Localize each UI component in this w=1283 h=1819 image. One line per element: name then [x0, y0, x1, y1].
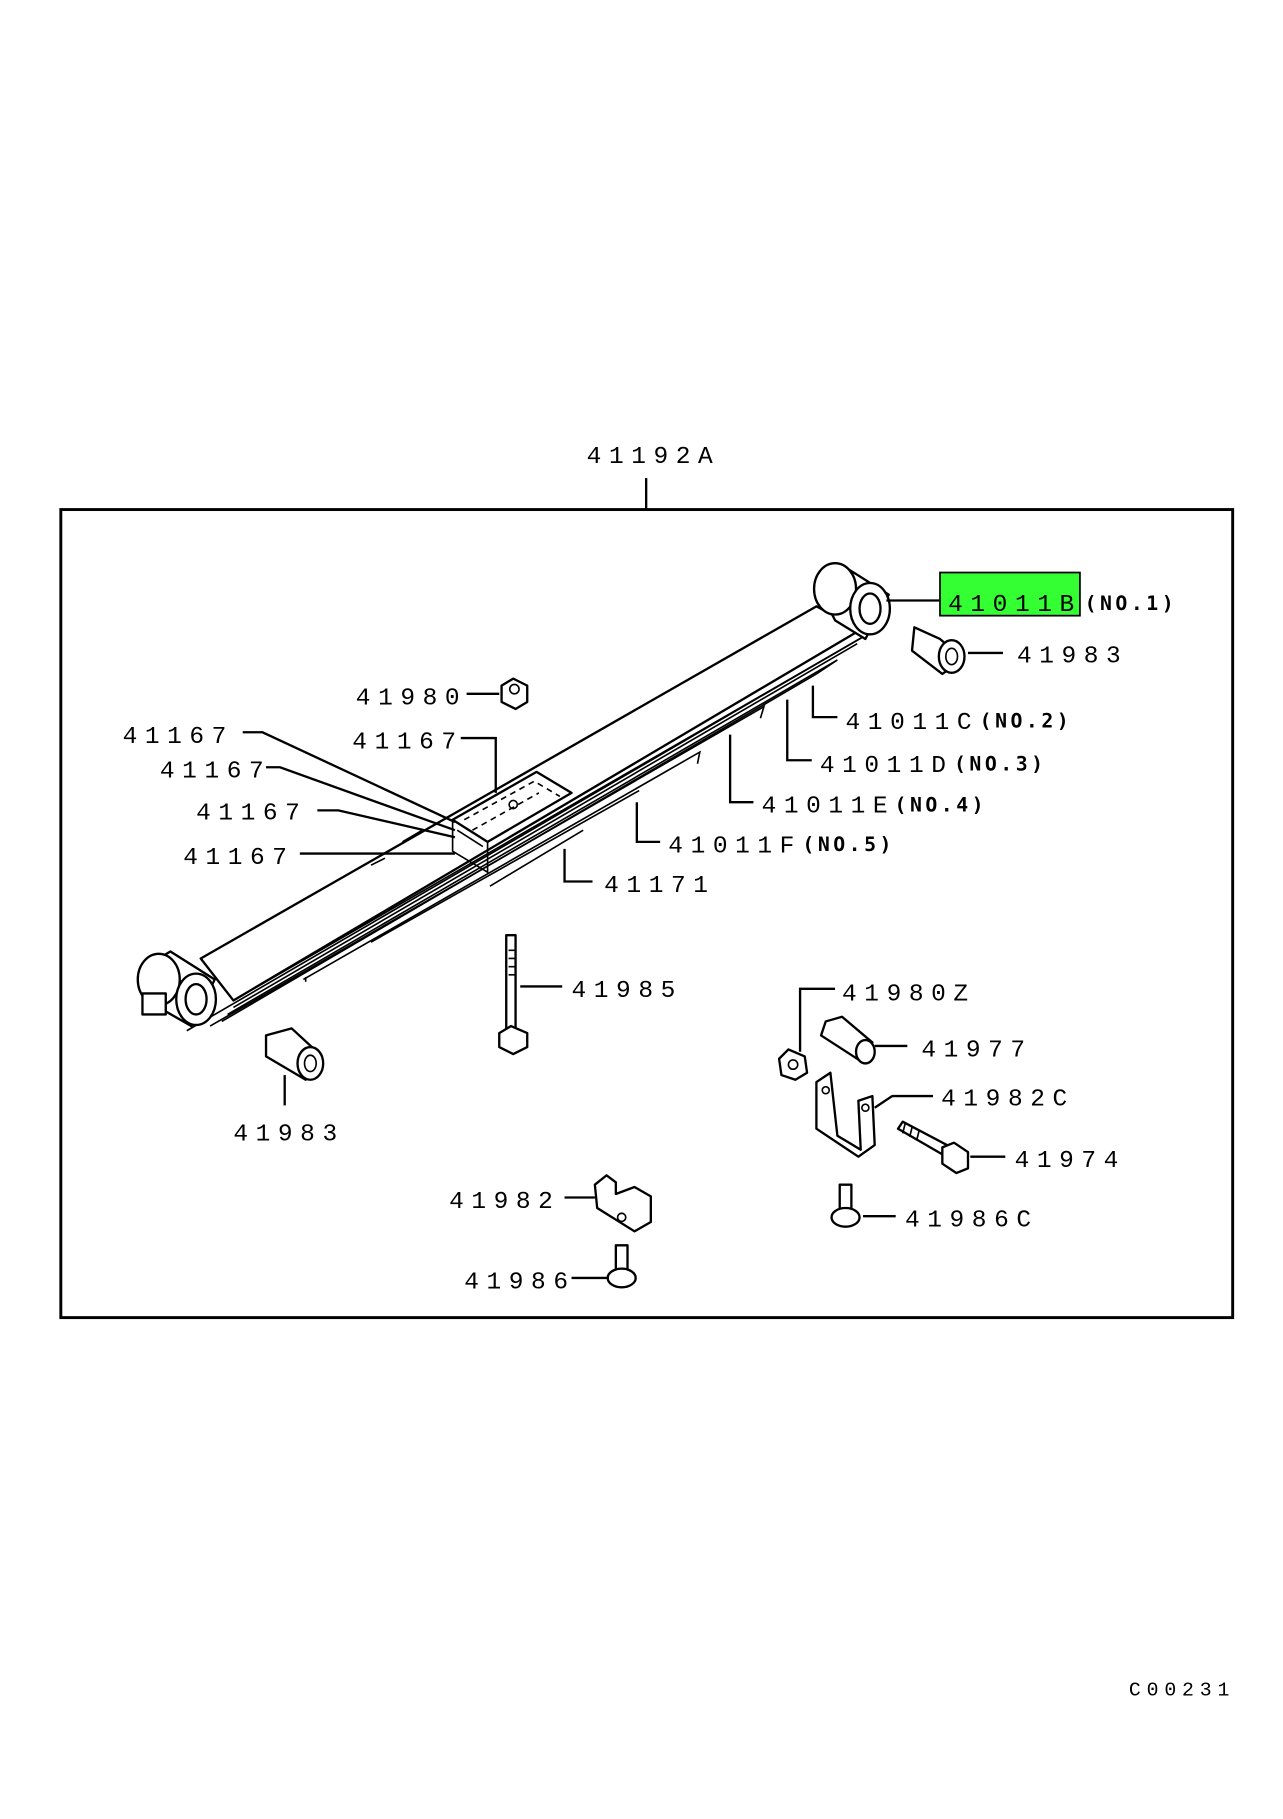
part-label-41011b[interactable]: 41011B [948, 592, 1082, 619]
bushing-left-drawing [264, 1027, 325, 1081]
highlight-box [939, 571, 1081, 617]
part-label-41167-1[interactable]: 41167 [123, 724, 234, 751]
bolt-drawing [896, 1120, 970, 1175]
part-label-41986[interactable]: 41986 [464, 1269, 575, 1296]
leaf-spring-drawing [136, 562, 892, 1032]
part-label-41011d[interactable]: 41011D [820, 753, 954, 780]
leaf-note-no5: (NO.5) [802, 833, 895, 856]
bracket-drawing [593, 1174, 652, 1233]
part-label-41977[interactable]: 41977 [921, 1037, 1032, 1064]
screw-c-drawing [830, 1183, 861, 1228]
leaf-note-no4: (NO.4) [895, 794, 988, 817]
part-label-41985[interactable]: 41985 [572, 978, 683, 1005]
part-label-41974[interactable]: 41974 [1015, 1148, 1126, 1175]
bracket-c-drawing [815, 1071, 876, 1158]
sleeve-drawing [819, 1015, 876, 1065]
part-label-41167-4[interactable]: 41167 [196, 801, 307, 828]
part-label-41167-3[interactable]: 41167 [160, 759, 271, 786]
part-label-41980z[interactable]: 41980Z [842, 981, 976, 1008]
part-label-41167-5[interactable]: 41167 [183, 845, 294, 872]
part-label-41171[interactable]: 41171 [604, 873, 715, 900]
part-label-41982[interactable]: 41982 [449, 1189, 560, 1216]
part-label-41983-right[interactable]: 41983 [1017, 643, 1128, 670]
part-label-41983-left[interactable]: 41983 [233, 1121, 344, 1148]
part-label-41011f[interactable]: 41011F [668, 833, 802, 860]
nut-drawing [500, 677, 529, 711]
leaf-note-no3: (NO.3) [954, 753, 1047, 776]
screw-drawing [606, 1244, 637, 1289]
part-label-41011c[interactable]: 41011C [846, 710, 980, 737]
part-label-41980[interactable]: 41980 [356, 685, 467, 712]
leaf-note-no2: (NO.2) [980, 710, 1073, 733]
part-label-41982c[interactable]: 41982C [941, 1086, 1075, 1113]
part-label-41011e[interactable]: 41011E [762, 794, 896, 821]
nut-z-drawing [777, 1048, 809, 1081]
leader-lines [242, 651, 1006, 1280]
part-label-41167-2[interactable]: 41167 [352, 730, 463, 757]
part-label-41986c[interactable]: 41986C [905, 1208, 1039, 1235]
center-bolt-drawing [498, 933, 529, 1056]
diagram-code: C00231 [1129, 1678, 1235, 1701]
assembly-label[interactable]: 41192A [587, 444, 721, 471]
leaf-note-no1: (NO.1) [1085, 592, 1178, 615]
bushing-right-drawing [910, 626, 966, 676]
